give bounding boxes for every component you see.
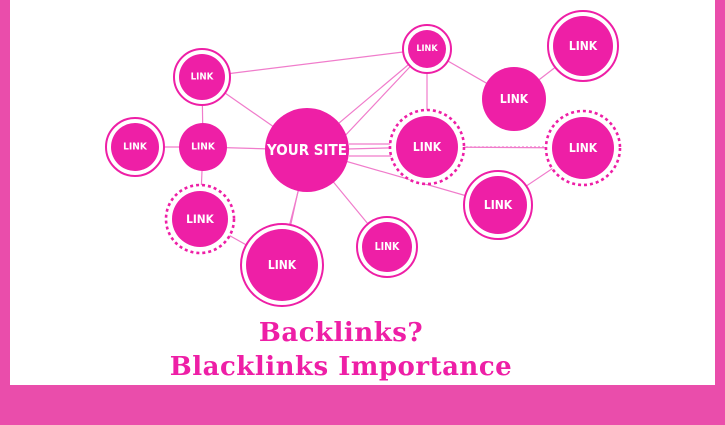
title-line-1: Backlinks? [259, 318, 423, 348]
link-node: LINK [179, 123, 227, 171]
link-label: LINK [186, 212, 215, 226]
link-label: LINK [375, 241, 400, 253]
node-circle [179, 123, 227, 171]
link-label: LINK [416, 44, 438, 54]
node-circle [553, 16, 613, 76]
node-circle [265, 108, 349, 192]
link-node: LINK [547, 10, 619, 82]
network-nodes: YOUR SITE LINK LINK LINK LINK LINK LINK LINK LIN… [105, 10, 622, 307]
link-node: LINK [463, 170, 533, 240]
link-label: LINK [268, 258, 297, 272]
link-label: LINK [569, 39, 598, 53]
node-circle [179, 54, 225, 100]
link-label: LINK [500, 92, 529, 106]
link-node: LINK [544, 109, 622, 187]
link-node: LINK [356, 216, 418, 278]
link-label: LINK [191, 142, 216, 153]
node-circle [246, 229, 318, 301]
node-circle [172, 191, 228, 247]
node-circle [469, 176, 527, 234]
your-site-label: YOUR SITE [266, 141, 347, 159]
node-circle [396, 116, 458, 178]
node-circle [408, 30, 446, 68]
node-circle [482, 67, 546, 131]
link-label: LINK [123, 142, 148, 153]
edge-n2-center-double [340, 52, 424, 141]
link-label: LINK [191, 72, 214, 83]
link-node: LINK [164, 183, 236, 255]
link-label: LINK [569, 141, 598, 155]
link-node: LINK [388, 108, 466, 186]
bottom-band [0, 385, 725, 425]
edge-n1-n2 [201, 48, 428, 78]
link-node: LINK [105, 117, 165, 177]
node-circle [111, 123, 159, 171]
link-label: LINK [484, 198, 513, 212]
your-site-node: YOUR SITE [265, 108, 349, 192]
link-node: LINK [173, 48, 231, 106]
link-node: LINK [482, 67, 546, 131]
link-node: LINK [240, 223, 324, 307]
node-circle [552, 117, 614, 179]
link-node: LINK [402, 24, 452, 74]
title-line-2: Blacklinks Importance [170, 352, 512, 382]
link-label: LINK [413, 140, 442, 154]
node-circle [362, 222, 412, 272]
